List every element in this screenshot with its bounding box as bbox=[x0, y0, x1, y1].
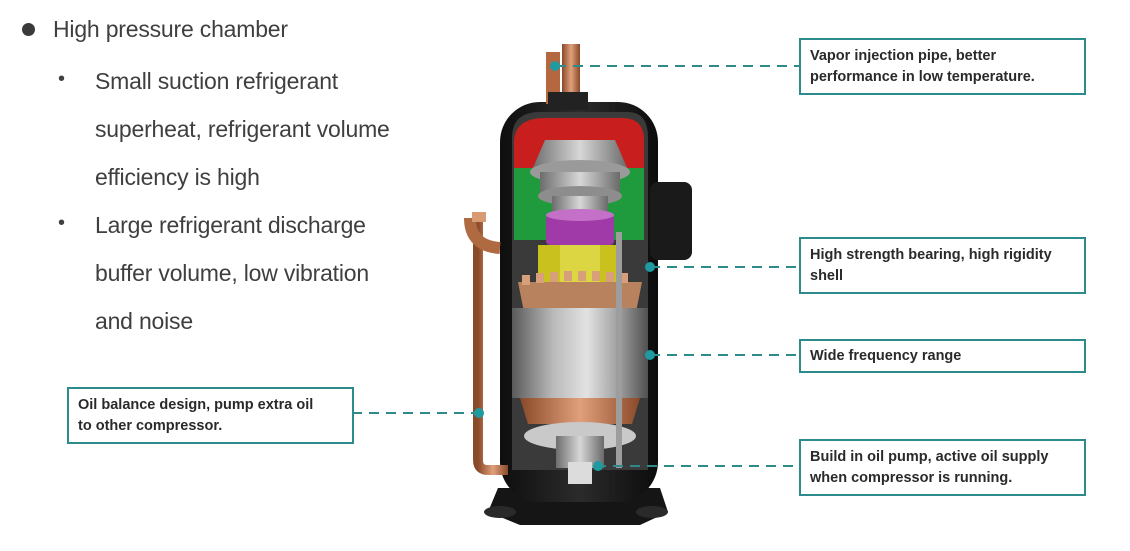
sub-bullet-2-line-2: buffer volume, low vibration bbox=[95, 260, 369, 286]
callout-text: when compressor is running. bbox=[810, 470, 1013, 486]
bearing-ring bbox=[546, 215, 614, 245]
sub-bullet-dot-icon: • bbox=[58, 68, 66, 90]
bullet-dot-icon bbox=[22, 23, 35, 36]
sub-bullet-2-line-3: and noise bbox=[95, 308, 193, 334]
callout-oil-pump: Build in oil pump, active oil supply whe… bbox=[799, 439, 1086, 496]
stator-body bbox=[512, 308, 648, 398]
top-pipes bbox=[546, 44, 588, 110]
marker-vapor-injection bbox=[550, 61, 560, 71]
marker-frequency bbox=[645, 350, 655, 360]
sub-bullet-1-line-3: efficiency is high bbox=[95, 164, 260, 190]
leader-lines bbox=[352, 65, 800, 467]
upper-windings bbox=[518, 282, 642, 312]
lower-windings bbox=[520, 398, 640, 424]
callout-text: performance in low temperature. bbox=[810, 69, 1035, 85]
callout-text: Build in oil pump, active oil supply bbox=[810, 449, 1049, 465]
main-bullet-text: High pressure chamber bbox=[53, 16, 288, 42]
main-bullet: High pressure chamber bbox=[22, 16, 288, 43]
callout-text: to other compressor. bbox=[78, 418, 223, 434]
callout-oil-balance: Oil balance design, pump extra oil to ot… bbox=[67, 387, 354, 444]
callout-text: shell bbox=[810, 268, 844, 284]
terminal-box bbox=[650, 182, 692, 260]
callout-text: Oil balance design, pump extra oil bbox=[78, 397, 314, 413]
sub-bullet-dot-icon: • bbox=[58, 212, 66, 234]
callout-bearing: High strength bearing, high rigidity she… bbox=[799, 237, 1086, 294]
callout-text: Wide frequency range bbox=[810, 348, 962, 364]
callout-text: Vapor injection pipe, better bbox=[810, 48, 997, 64]
callout-frequency: Wide frequency range bbox=[799, 339, 1086, 373]
internal-oil-tube bbox=[616, 232, 622, 468]
oil-balance-pipe bbox=[473, 215, 508, 475]
marker-bearing bbox=[645, 262, 655, 272]
sub-bullet-1-line-2: superheat, refrigerant volume bbox=[95, 116, 390, 142]
marker-oil-balance bbox=[474, 408, 484, 418]
callout-vapor-injection: Vapor injection pipe, better performance… bbox=[799, 38, 1086, 95]
callout-markers bbox=[474, 61, 655, 471]
scroll-assembly bbox=[530, 140, 630, 216]
callout-text: High strength bearing, high rigidity bbox=[810, 247, 1052, 263]
sub-bullet-2-line-1: Large refrigerant discharge bbox=[95, 212, 366, 238]
marker-oil-pump bbox=[593, 461, 603, 471]
oil-pump-assembly bbox=[524, 422, 636, 484]
sub-bullet-1-line-1: Small suction refrigerant bbox=[95, 68, 338, 94]
